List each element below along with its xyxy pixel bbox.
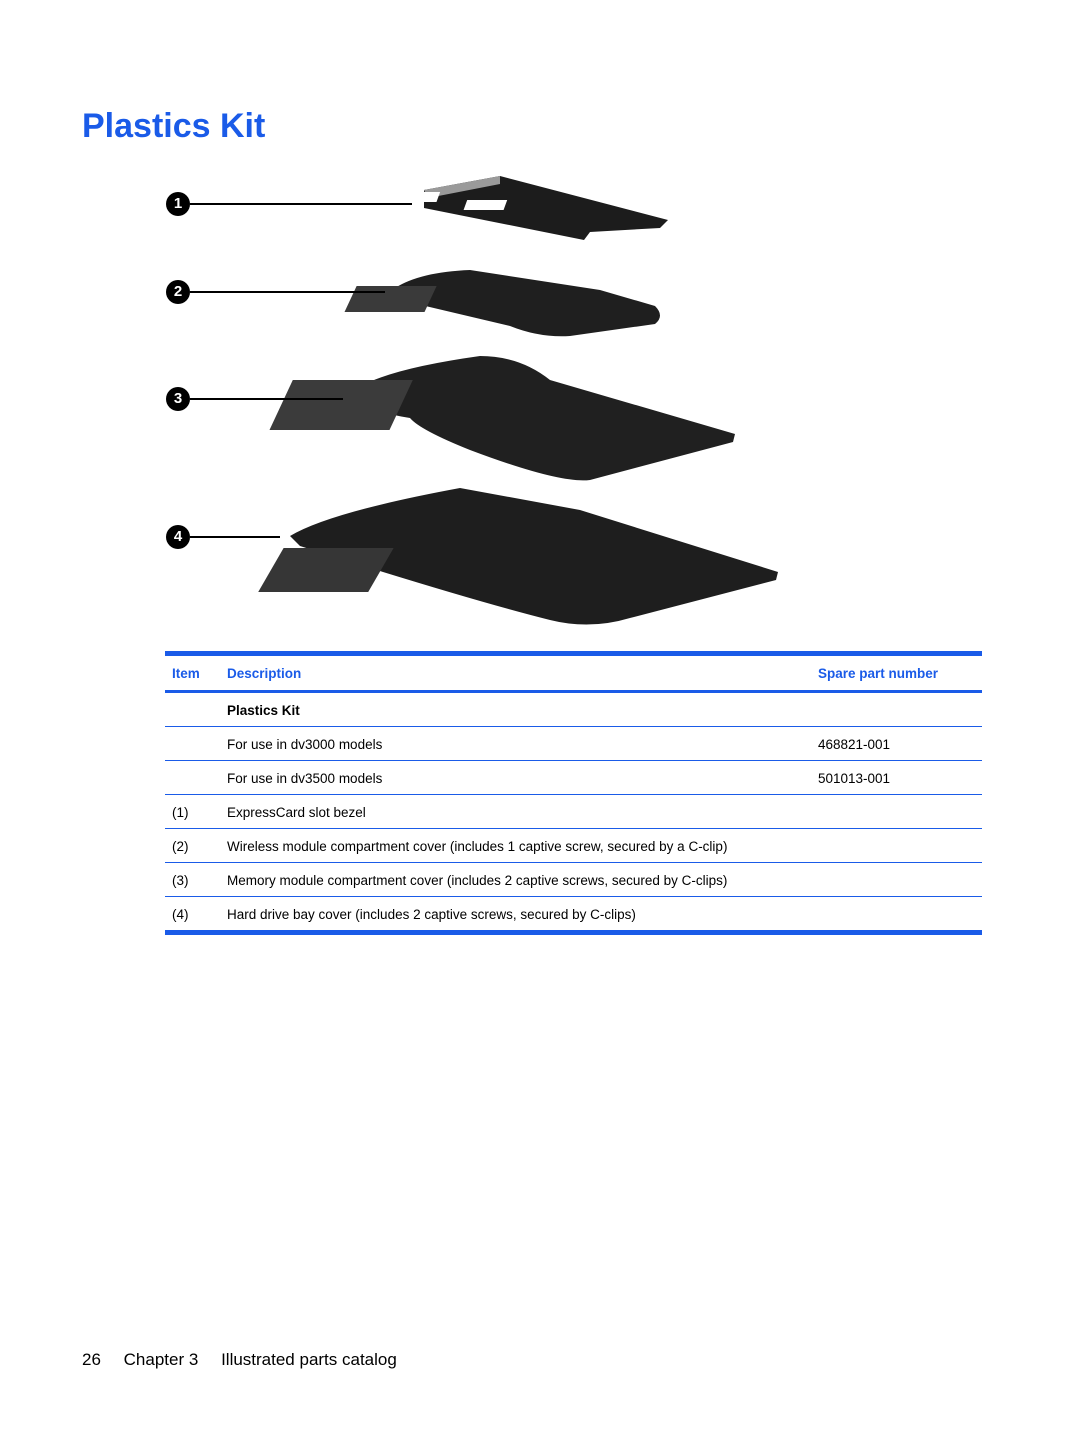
row-description: Memory module compartment cover (include… [227, 873, 728, 888]
table-row: For use in dv3500 models 501013-001 [165, 761, 982, 795]
page-footer: 26 Chapter 3 Illustrated parts catalog [82, 1350, 415, 1370]
row-item: (2) [172, 839, 189, 854]
chapter-title: Illustrated parts catalog [221, 1350, 397, 1369]
table-bottom-rule [165, 930, 982, 935]
header-item: Item [172, 666, 200, 681]
table-row: (1) ExpressCard slot bezel [165, 795, 982, 829]
table-row: For use in dv3000 models 468821-001 [165, 727, 982, 761]
table-top-rule [165, 651, 982, 656]
leader-line-4 [190, 536, 280, 538]
row-item: (4) [172, 907, 189, 922]
row-description: ExpressCard slot bezel [227, 805, 366, 820]
header-spare-part-number: Spare part number [818, 666, 939, 681]
callout-4: 4 [166, 525, 190, 549]
table-row: (3) Memory module compartment cover (inc… [165, 863, 982, 897]
callout-3: 3 [166, 387, 190, 411]
header-description: Description [227, 666, 302, 681]
parts-illustration [258, 176, 778, 625]
callout-1: 1 [166, 192, 190, 216]
page-title: Plastics Kit [82, 107, 266, 145]
row-spare: 468821-001 [818, 737, 891, 752]
wireless-cover-image [344, 270, 660, 337]
leader-line-2 [190, 291, 385, 293]
hdd-cover-image [258, 488, 778, 625]
page-number: 26 [82, 1350, 101, 1369]
row-item: (3) [172, 873, 189, 888]
row-description: Hard drive bay cover (includes 2 captive… [227, 907, 636, 922]
table-row: Plastics Kit [165, 693, 982, 727]
leader-line-1 [190, 203, 412, 205]
table-header-row: Item Description Spare part number [165, 656, 982, 693]
callout-2: 2 [166, 280, 190, 304]
row-item: (1) [172, 805, 189, 820]
row-spare: 501013-001 [818, 771, 891, 786]
row-description: Wireless module compartment cover (inclu… [227, 839, 728, 854]
expresscard-bezel-image [396, 176, 668, 240]
row-description: For use in dv3000 models [227, 737, 383, 752]
chapter-label: Chapter 3 [123, 1350, 199, 1369]
row-description: For use in dv3500 models [227, 771, 383, 786]
memory-cover-image [269, 356, 735, 481]
table-row: (4) Hard drive bay cover (includes 2 cap… [165, 897, 982, 930]
row-description: Plastics Kit [227, 703, 300, 718]
leader-line-3 [190, 398, 343, 400]
table-row: (2) Wireless module compartment cover (i… [165, 829, 982, 863]
parts-table: Item Description Spare part number Plast… [165, 651, 982, 935]
